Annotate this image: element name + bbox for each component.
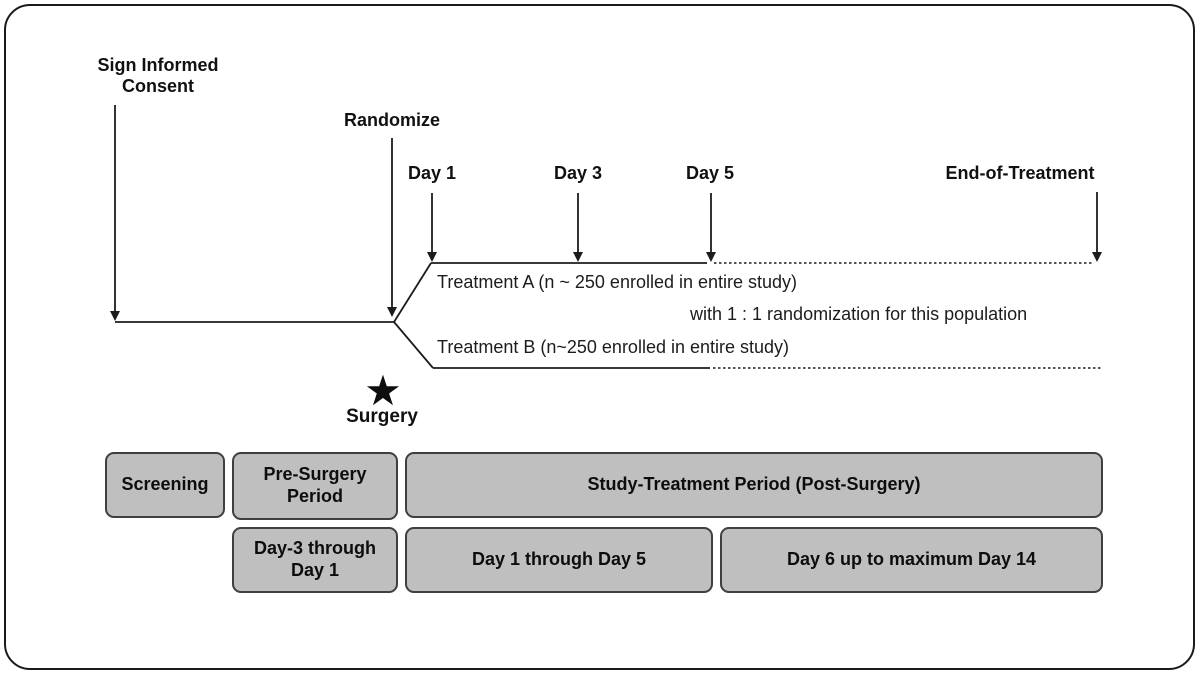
period-box-day6-to-day14: Day 6 up to maximum Day 14: [720, 527, 1103, 593]
milestone-day1: Day 1: [407, 163, 457, 183]
treatment-b-label: Treatment B (n~250 enrolled in entire st…: [437, 337, 790, 357]
milestone-day3: Day 3: [553, 163, 603, 183]
day3-arrowhead-icon: [573, 252, 583, 262]
milestone-day5: Day 5: [685, 163, 735, 183]
randomization-note: with 1 : 1 randomization for this popula…: [690, 304, 1028, 324]
fork-lower-diagonal: [393, 321, 434, 369]
eot-arrowhead-icon: [1092, 252, 1102, 262]
period-box-day1-to-day5: Day 1 through Day 5: [405, 527, 713, 593]
day5-arrowhead-icon: [706, 252, 716, 262]
period-box-study-treatment: Study-Treatment Period (Post-Surgery): [405, 452, 1103, 518]
consent-arrowhead-icon: [110, 311, 120, 321]
milestone-sign-informed-consent: Sign Informed Consent: [97, 55, 219, 96]
surgery-star-icon: ★: [364, 367, 402, 414]
period-box-pre-surgery: Pre-Surgery Period: [232, 452, 398, 520]
treatment-a-label: Treatment A (n ~ 250 enrolled in entire …: [437, 272, 798, 292]
milestone-surgery: Surgery: [346, 406, 418, 427]
randomize-arrowhead-icon: [387, 307, 397, 317]
period-box-day-minus3-to-day1: Day-3 through Day 1: [232, 527, 398, 593]
day1-arrowhead-icon: [427, 252, 437, 262]
milestone-end-of-treatment: End-of-Treatment: [945, 163, 1095, 183]
fork-upper-diagonal: [393, 262, 432, 323]
period-box-screening: Screening: [105, 452, 225, 518]
milestone-randomize: Randomize: [344, 110, 441, 130]
